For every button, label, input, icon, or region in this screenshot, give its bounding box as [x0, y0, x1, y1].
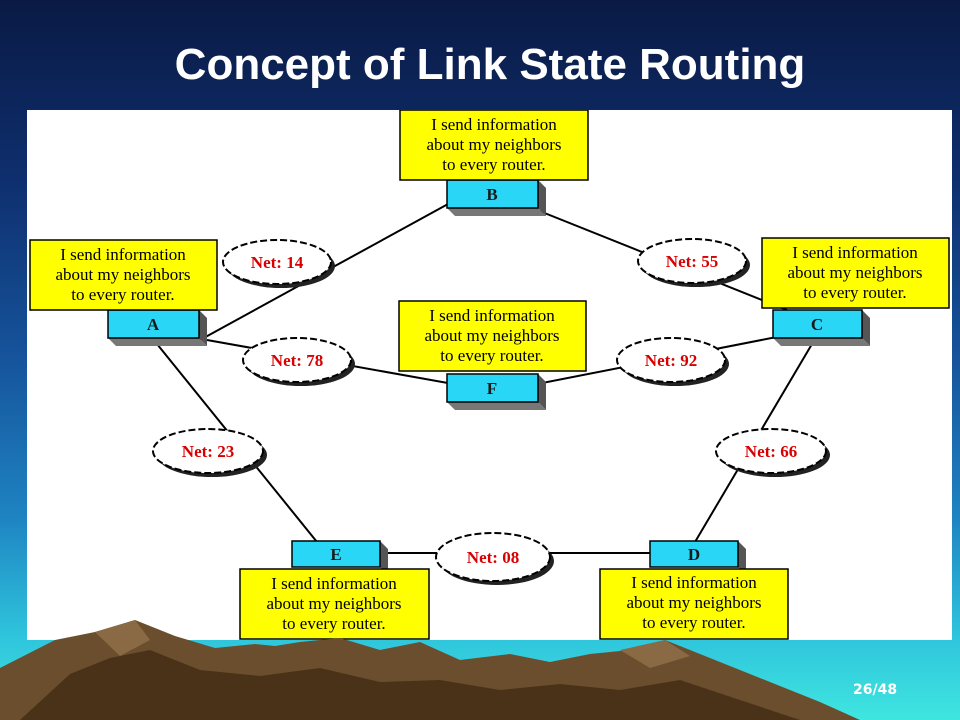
router-b-message-line-3: to every router.: [442, 155, 545, 174]
router-c-label: C: [811, 315, 823, 334]
router-b-message-box: [399, 109, 589, 181]
router-c-message-line-1: I send information: [792, 243, 918, 262]
router-b-label: B: [486, 185, 497, 204]
network-label-55: Net: 55: [666, 252, 718, 271]
router-c-message-line-3: to every router.: [803, 283, 906, 302]
network-cloud-23: Net: 23: [152, 428, 267, 477]
router-e-message-line-3: to every router.: [282, 614, 385, 633]
router-f-label: F: [487, 379, 497, 398]
network-label-92: Net: 92: [645, 351, 697, 370]
router-e-label: E: [330, 545, 341, 564]
router-c-message-line-2: about my neighbors: [787, 263, 922, 282]
router-d: D I send information about my neighbors …: [599, 540, 789, 640]
link-state-diagram: B I send information about my neighbors …: [29, 109, 950, 640]
network-cloud-14: Net: 14: [222, 239, 335, 288]
network-label-23: Net: 23: [182, 442, 234, 461]
router-f: F I send information about my neighbors …: [398, 300, 587, 410]
network-cloud-55: Net: 55: [637, 238, 750, 287]
router-a-message-line-2: about my neighbors: [55, 265, 190, 284]
network-label-14: Net: 14: [251, 253, 304, 272]
router-b-message-line-1: I send information: [431, 115, 557, 134]
router-f-message-line-2: about my neighbors: [424, 326, 559, 345]
router-b: B I send information about my neighbors …: [399, 109, 589, 216]
router-d-message-line-1: I send information: [631, 573, 757, 592]
network-cloud-78: Net: 78: [242, 337, 355, 386]
page-number: 26/48: [853, 682, 898, 698]
network-label-66: Net: 66: [745, 442, 797, 461]
router-a-message-box: [29, 239, 218, 311]
router-b-message-line-2: about my neighbors: [426, 135, 561, 154]
router-a-label: A: [147, 315, 160, 334]
router-e-message-box: [239, 568, 430, 640]
router-c-message-box: [761, 237, 950, 309]
router-c: C I send information about my neighbors …: [761, 237, 950, 346]
router-d-message-line-3: to every router.: [642, 613, 745, 632]
router-a: A I send information about my neighbors …: [29, 239, 218, 346]
network-cloud-08: Net: 08: [435, 532, 554, 585]
network-label-78: Net: 78: [271, 351, 323, 370]
router-f-message-box: [398, 300, 587, 372]
router-f-message-line-3: to every router.: [440, 346, 543, 365]
network-cloud-66: Net: 66: [715, 428, 830, 477]
router-e-message-line-2: about my neighbors: [266, 594, 401, 613]
mountain-illustration: [0, 620, 860, 720]
router-d-message-box: [599, 568, 789, 640]
network-label-08: Net: 08: [467, 548, 519, 567]
diagram-panel: B I send information about my neighbors …: [27, 109, 952, 640]
router-d-message-line-2: about my neighbors: [626, 593, 761, 612]
router-f-message-line-1: I send information: [429, 306, 555, 325]
router-e-message-line-1: I send information: [271, 574, 397, 593]
router-a-message-line-3: to every router.: [71, 285, 174, 304]
router-a-message-line-1: I send information: [60, 245, 186, 264]
network-cloud-92: Net: 92: [616, 337, 729, 386]
router-e: E I send information about my neighbors …: [239, 540, 430, 640]
slide-title: Concept of Link State Routing: [174, 40, 806, 89]
router-d-label: D: [688, 545, 700, 564]
